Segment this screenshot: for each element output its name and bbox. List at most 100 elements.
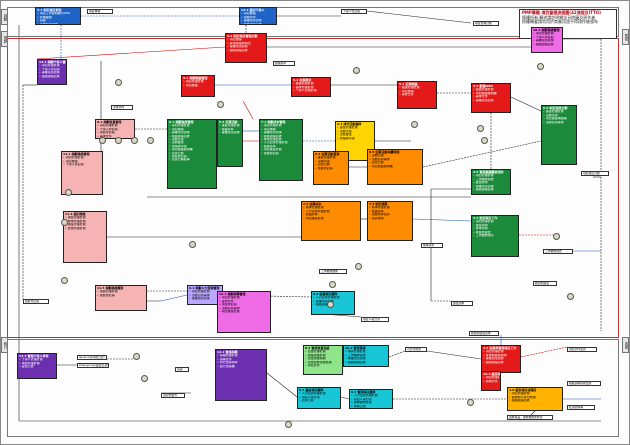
process-input-item: 成本預測 — [473, 227, 517, 230]
process-box-risk-identify[interactable]: 11.2 識別風險風險管理計劃成本管理計劃進度管理計劃質量管理計劃 — [63, 211, 107, 263]
process-title: 4.1 制定項目章程 — [37, 8, 62, 12]
process-input-item: 事業環境因素 — [345, 357, 387, 360]
process-box-budget[interactable]: 7.3 制定預算成本管理計劃範圍基準活動成本估算估算依據 — [367, 201, 413, 241]
process-input-item: 協議 — [37, 19, 79, 22]
doc-risk-register[interactable]: 風險登記冊 — [23, 299, 49, 304]
process-box-stakeholders[interactable]: 13.1 識別干係人項目章程採購文件事業環境因素組織過程資產 — [239, 7, 277, 25]
process-box-quality-plan[interactable]: 8.1 規劃質量管理項目管理計劃干係人登記冊風險登記冊需求文件 — [95, 119, 135, 139]
process-box-activity[interactable]: 6.2 定義活動進度管理計劃範圍基準事業環境因素 — [217, 119, 243, 167]
process-box-plan-scope[interactable]: 5.1 規劃範圍管理項目管理計劃項目章程 — [181, 75, 215, 97]
process-box-stake-engage[interactable]: 13.3 管理干係人參與干係人管理計劃溝通管理計劃變更日誌 — [17, 353, 57, 379]
process-box-charter[interactable]: 4.1 制定項目章程項目工作說明書(SOW)商業論證協議事業環境因素組織過程資產 — [35, 7, 81, 25]
doc-agreements[interactable]: 協議 — [175, 367, 189, 372]
gear-icon — [133, 353, 140, 360]
doc-schedule[interactable]: 項目進度計劃 — [581, 171, 609, 176]
doc-project-doc-updates[interactable]: 項目文件更新 — [567, 347, 597, 352]
doc-change-requests[interactable]: 變更請求 — [451, 301, 473, 306]
process-box-schedule-green[interactable]: 6.1 規劃進度管理項目管理計劃項目章程事業環境因素組織過程資產活動清單活動屬性… — [167, 119, 217, 189]
doc-issue-log[interactable]: Issue log(問題日誌) — [77, 355, 107, 360]
process-input-item: 干係人登記冊 — [63, 163, 101, 166]
doc-cost-baseline[interactable]: 成本基準 — [421, 243, 443, 248]
gear-icon — [329, 281, 336, 288]
process-input-item: 風險管理計劃 — [97, 290, 145, 293]
doc-work-performance-data[interactable]: 工作績效數據 — [319, 269, 347, 274]
process-box-cost-green[interactable]: 7.1 規劃成本管理項目管理計劃項目章程事業環境因素組織過程資產成本管理計劃人力… — [259, 119, 303, 181]
process-box-durations[interactable]: 6.5 估算活動持續時間活動清單活動資源需求資源日曆項目範圍說明書 — [367, 149, 423, 185]
process-box-direct-work[interactable]: 4.3 指導與管理項目工作項目管理計劃批准的變更請求事業環境因素組織過程資產 — [481, 345, 521, 373]
doc-stakeholder-register[interactable]: 干係人登記冊 — [341, 9, 367, 14]
connector-line — [340, 396, 350, 400]
process-input-item: 項目工作說明書(SOW) — [37, 12, 79, 15]
process-input-item: 人力資源管理計劃 — [261, 141, 301, 144]
process-box-conduct-procurement[interactable]: 12.2 實施採購採購管理計劃採購文件供方選擇標準賣方建議書 — [215, 349, 267, 401]
process-box-change-control[interactable]: 4.5 實施整體變更控制項目管理計劃工作績效報告變更請求事業環境因素組織過程資產 — [471, 169, 511, 195]
process-input-item: 組織過程資產 — [313, 303, 353, 306]
doc-validated-changes[interactable]: 確認的變更 — [533, 281, 557, 286]
process-box-develop-team[interactable]: 9.3 建設項目團隊人力資源管理計劃項目人員分派資源日曆 — [297, 387, 341, 409]
doc-selected-sellers[interactable]: 選定的賣方 — [161, 393, 185, 398]
process-box-manage-team[interactable]: 9.4 管理項目團隊人力資源管理計劃項目人員分派團隊績效評價問題日誌 — [349, 389, 393, 409]
process-box-estimate-costs[interactable]: 7.2 估算成本成本管理計劃人力資源管理計劃範圍基準項目進度計劃 — [301, 201, 361, 241]
doc-deliverables[interactable]: 可交付成果 — [405, 347, 427, 352]
doc-pm-plan[interactable]: 項目管理計劃 — [473, 21, 499, 26]
process-input-item: 項目進度計劃 — [303, 217, 359, 220]
process-input-item: 人力資源管理計劃 — [303, 210, 359, 213]
process-box-requirements[interactable]: 5.2 收集需求範圍管理計劃需求管理計劃干係人管理計劃 — [291, 77, 331, 97]
connector-line — [520, 346, 568, 358]
process-input-item: 確認的變更 — [473, 231, 517, 234]
process-input-item: 活動屬性 — [169, 141, 215, 144]
process-input-item: 項目章程 — [183, 84, 213, 87]
process-input-item: 質量測量指標 — [305, 357, 341, 360]
process-inputs: 項目管理計劃干係人登記冊事業環境因素組織過程資產 — [38, 64, 66, 78]
process-box-risk-plan[interactable]: 11.1 規劃風險管理項目管理計劃項目章程干係人登記冊 — [61, 151, 103, 195]
doc-approved-changes[interactable]: 批准的變更請求 — [469, 331, 499, 336]
process-box-pmplan[interactable]: 4.2 制定項目管理計劃項目章程其他過程的輸出事業環境因素組織過程資產 — [225, 33, 267, 63]
process-box-manage-comm[interactable]: 10.2 管理溝通溝通管理計劃工作績效報告事業環境因素組織過程資產 — [343, 345, 389, 367]
process-box-close-project[interactable]: 4.6 結束項目或階段項目管理計劃驗收的可交付成果組織過程資產 — [507, 387, 563, 411]
gear-icon — [481, 137, 488, 144]
process-box-resources[interactable]: 6.4 估算活動資源進度管理計劃活動清單資源日曆風險登記冊 — [313, 151, 349, 185]
process-input-item: 進度管理計劃 — [543, 110, 575, 113]
doc-requirements[interactable]: 需求文件 — [111, 105, 133, 110]
process-input-item: 項目管理計劃 — [473, 220, 517, 223]
process-box-wbs[interactable]: 5.4 創建WBS範圍管理計劃項目範圍說明書需求文件事業環境因素 — [471, 83, 511, 113]
process-box-procurement-plan[interactable]: 12.1 規劃採購管理項目管理計劃需求文件風險登記冊活動資源需求項目進度計劃 — [217, 291, 271, 333]
gear-icon — [355, 263, 362, 270]
doc-team-assignments[interactable]: 項目人員分派 — [361, 317, 389, 322]
doc-scope-baseline[interactable]: 範圍基準 — [273, 61, 295, 66]
process-inputs: 項目管理計劃驗收的可交付成果組織過程資產 — [508, 392, 562, 402]
process-input-item: 項目管理計劃 — [261, 124, 301, 127]
process-box-define-scope[interactable]: 5.3 定義範圍範圍管理計劃項目章程需求文件 — [397, 81, 437, 109]
process-input-item: 進度管理計劃 — [315, 156, 347, 159]
gear-icon — [147, 137, 154, 144]
process-inputs: 進度管理計劃活動清單活動屬性里程碑清單 — [336, 126, 374, 140]
process-input-item: 事業環境因素 — [261, 131, 301, 134]
process-input-item: 項目管理計劃 — [169, 124, 215, 127]
process-input-item: 範圍基準 — [219, 128, 241, 131]
gear-icon — [411, 121, 418, 128]
notice-title: PMP專題 項目管理流程圖(42流程及ITTO) — [522, 10, 601, 15]
process-box-stake-plan[interactable]: 13.2 規劃干係人管理項目管理計劃干係人登記冊事業環境因素組織過程資產 — [37, 59, 67, 85]
process-input-item: 事業環境因素 — [473, 185, 509, 188]
doc-charter[interactable]: 項目章程 — [87, 9, 113, 14]
process-box-develop-schedule[interactable]: 6.6 制定進度計劃進度管理計劃活動清單項目進度網絡圖活動資源需求 — [541, 105, 577, 165]
process-input-item: 項目章程 — [399, 90, 435, 93]
process-box-monitor-work[interactable]: 4.4 監控項目工作項目管理計劃進度預測成本預測確認的變更工作績效信息 — [471, 215, 519, 257]
doc-closed-procurements[interactable]: 結束的採購 — [567, 405, 595, 410]
process-inputs: 項目管理計劃需求文件風險登記冊活動資源需求項目進度計劃 — [218, 296, 270, 313]
doc-opa-updates[interactable]: 組織過程資產更新 — [567, 381, 601, 386]
process-title: 11.2 識別風險 — [65, 212, 86, 216]
process-box-qa[interactable]: 8.2 實施質量保證質量管理計劃過程改進計劃質量測量指標質量控制測量結果項目文件 — [303, 345, 343, 375]
process-box-hr-plan[interactable]: 9.1 規劃人力資源管理項目管理計劃活動資源需求事業環境因素 — [187, 285, 223, 305]
process-inputs: 項目管理計劃項目章程事業環境因素組織過程資產活動清單活動屬性里程碑清單項目範圍說… — [168, 124, 216, 161]
connector-line — [510, 96, 542, 112]
process-box-comm-plan[interactable]: 10.1 規劃溝通管理項目管理計劃干係人登記冊事業環境因素組織過程資產 — [531, 27, 563, 53]
process-box-close-procurement[interactable]: 12.4 結束採購項目管理計劃採購文件 — [481, 371, 501, 391]
process-inputs: 干係人管理計劃溝通管理計劃變更日誌 — [18, 358, 56, 368]
doc-final-product[interactable]: 最終產品、服務或成果移交 — [507, 415, 553, 420]
process-box-risk-response[interactable]: 11.5 規劃風險應對風險管理計劃風險登記冊 — [95, 285, 147, 311]
process-input-item: 成本管理計劃 — [369, 206, 411, 209]
doc-change-log[interactable]: Change log(變更日誌) — [77, 363, 109, 368]
doc-work-performance-reports[interactable]: 工作績效報告 — [543, 249, 573, 254]
process-input-item: 事業環境因素 — [241, 19, 275, 22]
